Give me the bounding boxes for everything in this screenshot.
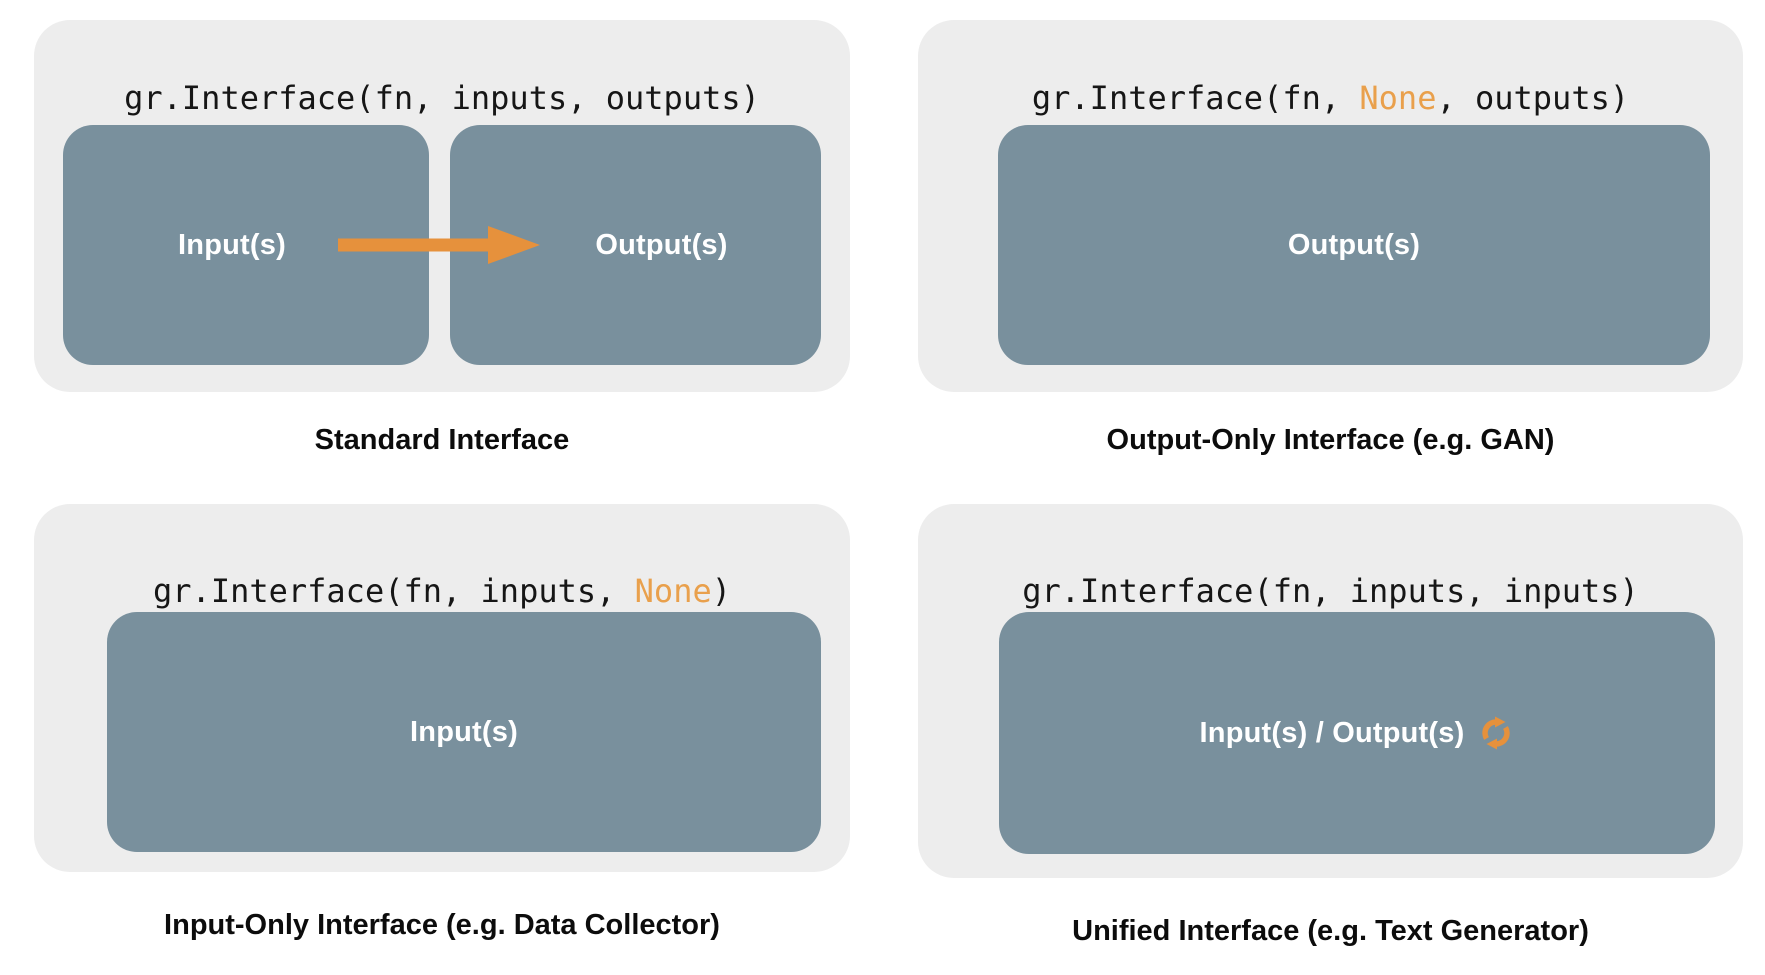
code-text: gr.Interface(fn, (1031, 79, 1360, 117)
code-line-output-only: gr.Interface(fn, None, outputs) (918, 77, 1743, 119)
caption-unified-interface: Unified Interface (e.g. Text Generator) (1072, 915, 1589, 947)
output-box-label: Output(s) (595, 228, 728, 261)
code-text: ) (711, 572, 731, 610)
caption-output-only-interface: Output-Only Interface (e.g. GAN) (1106, 424, 1555, 456)
input-box: Input(s) (107, 612, 821, 852)
code-token-none: None (1359, 79, 1437, 117)
code-token-none: None (634, 572, 712, 610)
code-line-unified: gr.Interface(fn, inputs, inputs) (918, 570, 1743, 612)
caption-input-only-interface: Input-Only Interface (e.g. Data Collecto… (164, 909, 720, 941)
panel-output-only-interface: gr.Interface(fn, None, outputs) Output(s… (918, 20, 1743, 392)
input-output-box: Input(s) / Output(s) (999, 612, 1715, 854)
output-box: Output(s) (998, 125, 1710, 365)
panel-input-only-interface: gr.Interface(fn, inputs, None) Input(s) (34, 504, 850, 872)
panel-unified-interface: gr.Interface(fn, inputs, inputs) Input(s… (918, 504, 1743, 878)
input-box-label: Input(s) (410, 715, 518, 748)
input-box-label: Input(s) (178, 228, 286, 261)
input-output-box-label: Input(s) / Output(s) (1199, 716, 1465, 749)
code-line-standard: gr.Interface(fn, inputs, outputs) (34, 77, 850, 119)
output-box-label: Output(s) (1287, 228, 1421, 261)
code-text: gr.Interface(fn, inputs, outputs) (124, 79, 760, 117)
code-text: gr.Interface(fn, inputs, inputs) (1022, 572, 1639, 610)
panel-standard-interface: gr.Interface(fn, inputs, outputs) Input(… (34, 20, 850, 392)
code-text: , outputs) (1436, 79, 1630, 117)
arrow-right-icon (338, 226, 540, 264)
caption-standard-interface: Standard Interface (314, 424, 570, 456)
code-line-input-only: gr.Interface(fn, inputs, None) (34, 570, 850, 612)
sync-icon (1482, 716, 1511, 750)
code-text: gr.Interface(fn, inputs, (153, 572, 635, 610)
